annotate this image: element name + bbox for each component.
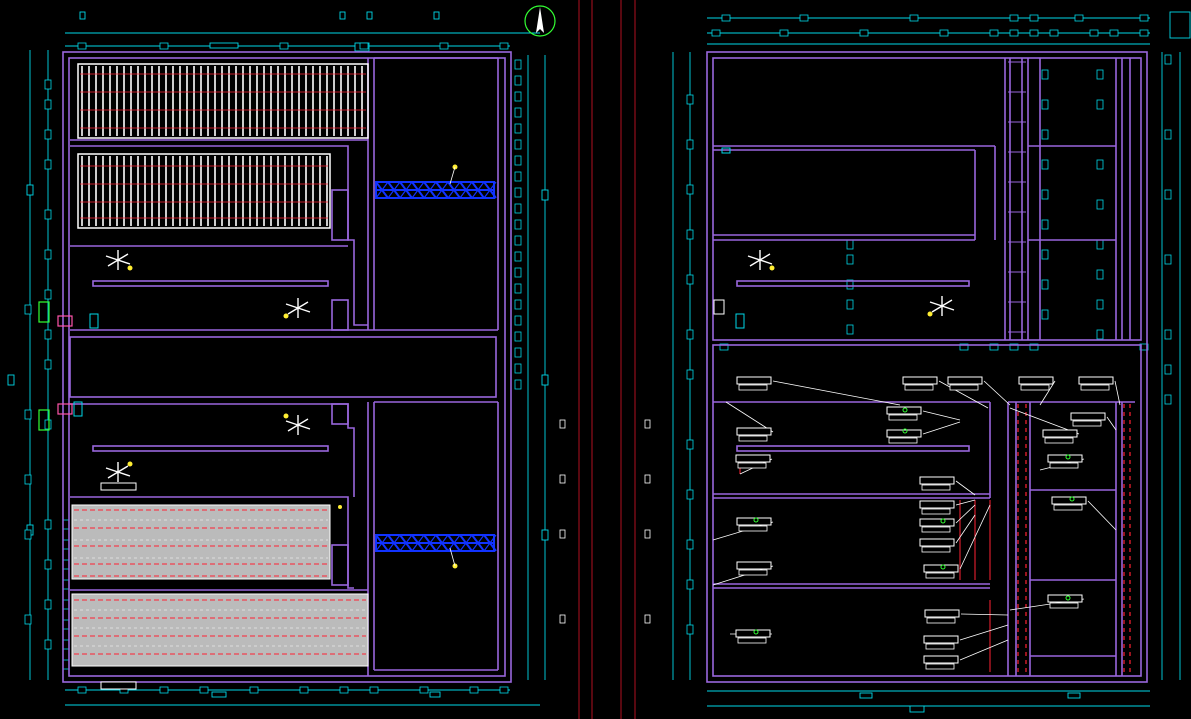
aerator-icon bbox=[283, 413, 311, 435]
north-arrow-icon bbox=[524, 5, 556, 37]
aerator-icon bbox=[747, 250, 775, 271]
right-red-pipes bbox=[739, 404, 1131, 672]
aerator-icon bbox=[105, 250, 133, 271]
aerator-icon bbox=[283, 298, 311, 319]
right-plan bbox=[644, 11, 1191, 713]
sheet-separators bbox=[578, 0, 636, 719]
left-filter-basins bbox=[71, 63, 369, 667]
left-walls bbox=[62, 51, 512, 683]
inlet-valves bbox=[38, 301, 137, 690]
right-walls bbox=[706, 51, 1148, 683]
right-annotation-tags bbox=[712, 376, 1121, 670]
left-dimension-ticks bbox=[24, 42, 566, 694]
right-dimension-lines bbox=[672, 11, 1191, 713]
right-dimension-ticks bbox=[644, 14, 1172, 635]
aerator-icon bbox=[105, 461, 133, 482]
aerator-icon bbox=[927, 296, 955, 317]
left-plan bbox=[7, 5, 566, 706]
